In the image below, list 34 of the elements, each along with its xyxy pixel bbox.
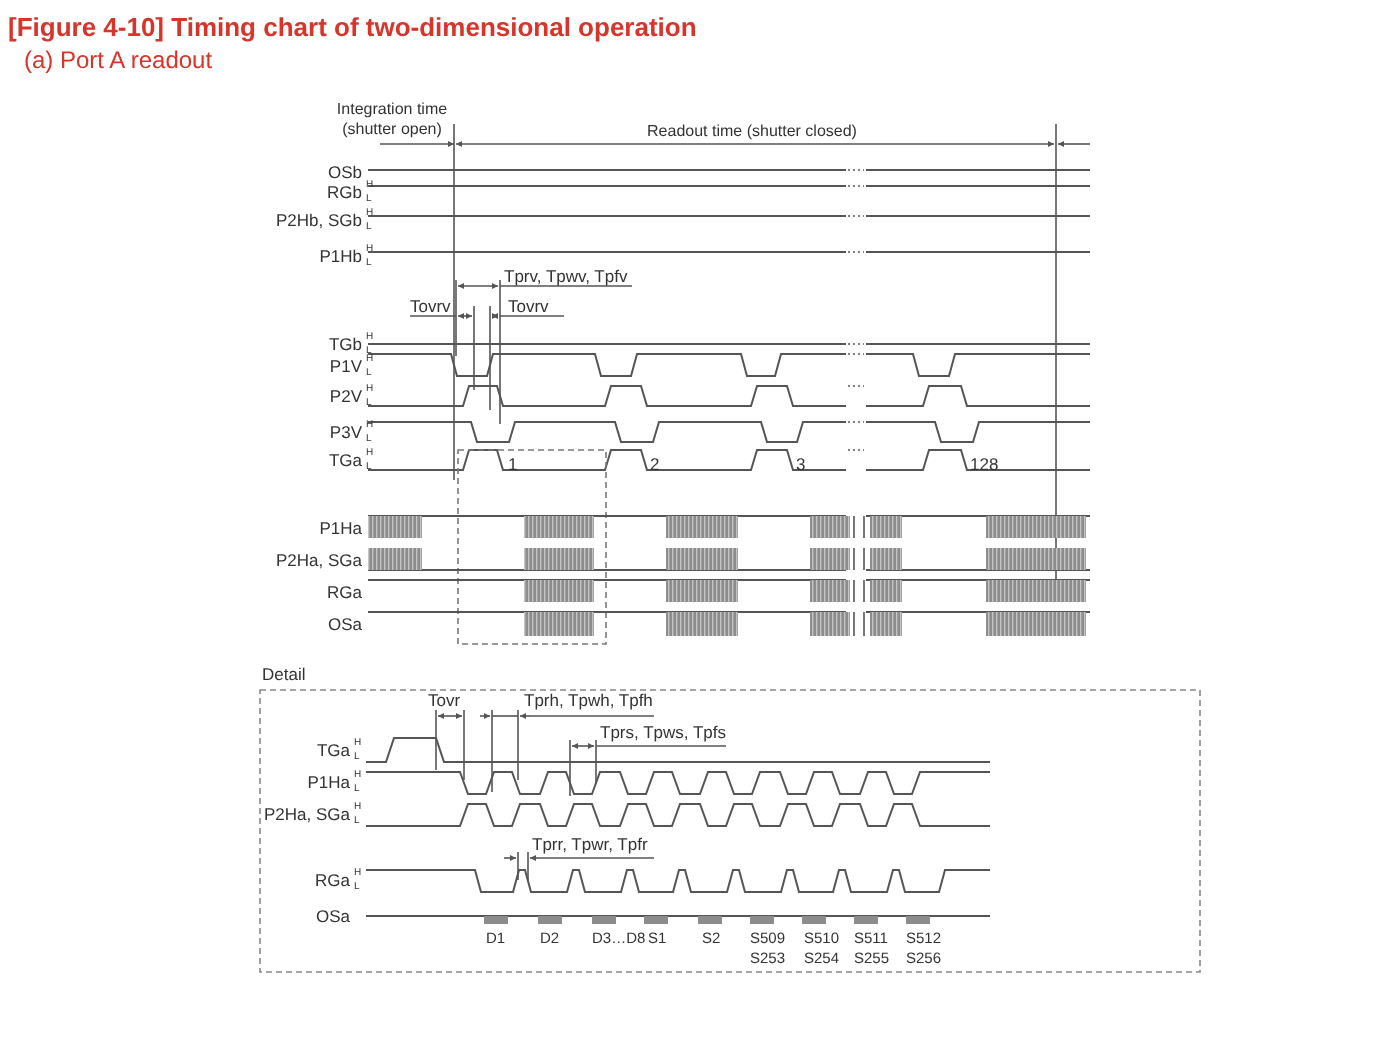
signal-name: RGa <box>315 871 350 889</box>
signal-name: OSa <box>327 615 362 633</box>
signal-name: P2V <box>329 387 362 405</box>
transfer-number: 2 <box>650 455 660 473</box>
signal-name: OSb <box>327 163 362 181</box>
timing-label: Tovr <box>428 691 461 709</box>
transfer-number: 1 <box>508 455 518 473</box>
transfer-number: 3 <box>796 455 806 473</box>
signal-name: RGb <box>327 183 362 201</box>
section-heading: Detail <box>262 665 306 683</box>
signal-name: TGb <box>328 335 362 353</box>
signal-name: P2Ha, SGa <box>264 805 350 823</box>
signal-name: P1V <box>329 357 362 375</box>
signal-name: TGa <box>328 451 362 469</box>
timing-label: Tprs, Tpws, Tpfs <box>600 723 726 741</box>
signal-name: OSa <box>315 907 350 925</box>
signal-name: P2Ha, SGa <box>276 551 362 569</box>
signal-name: P3V <box>329 423 362 441</box>
timing-label: Tprh, Tpwh, Tpfh <box>524 691 653 709</box>
subtitle: (a) Port A readout <box>24 48 213 72</box>
signal-name: P1Hb <box>319 247 362 265</box>
signal-name: RGa <box>327 583 362 601</box>
timing-label: Tovrv <box>410 297 451 315</box>
timing-label: Tprv, Tpwv, Tpfv <box>504 267 628 285</box>
transfer-number: 128 <box>970 455 999 473</box>
period-label: Integration time (shutter open) <box>334 100 450 140</box>
timing-label: Tovrv <box>508 297 549 315</box>
figure-title: [Figure 4-10] Timing chart of two-dimensional operation <box>8 10 697 46</box>
timing-label: Tprr, Tpwr, Tpfr <box>532 835 648 853</box>
period-label: Readout time (shutter closed) <box>647 124 857 140</box>
signal-name: P2Hb, SGb <box>276 211 362 229</box>
signal-name: P1Ha <box>307 773 350 791</box>
signal-name: P1Ha <box>319 519 362 537</box>
signal-name: TGa <box>316 741 350 759</box>
